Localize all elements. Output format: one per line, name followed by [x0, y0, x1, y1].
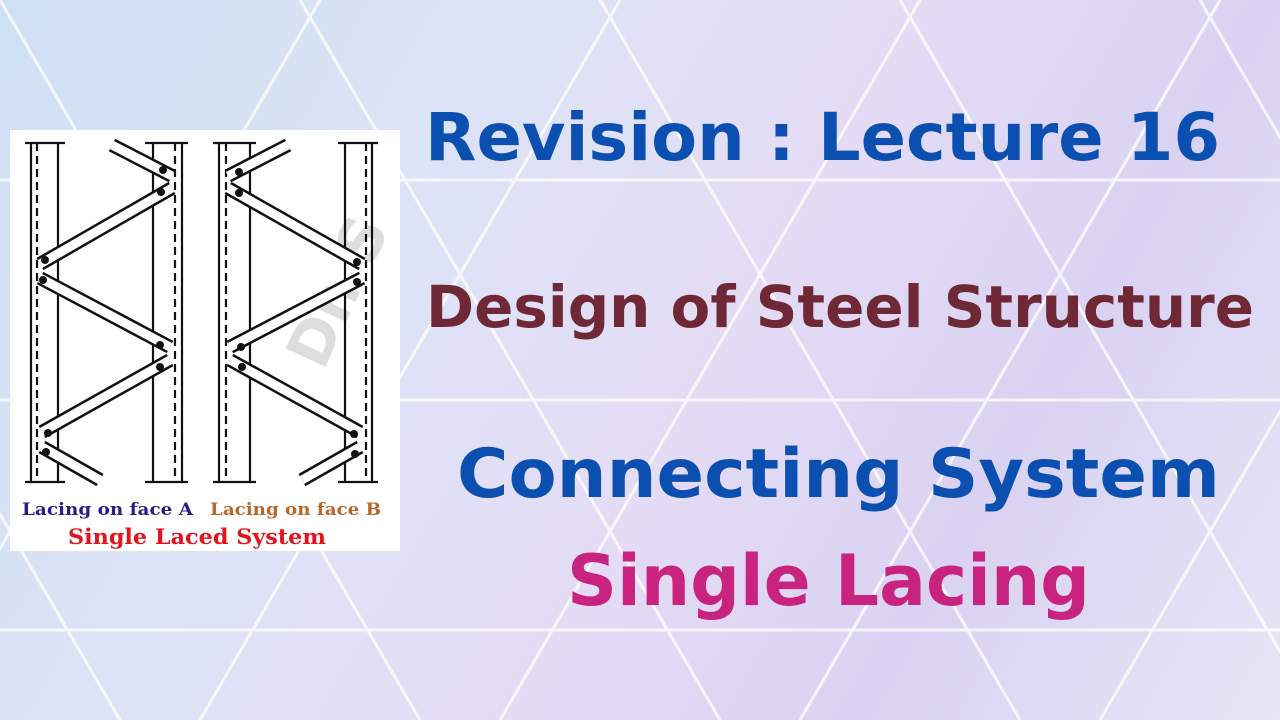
face-a-label: Lacing on face A [22, 500, 194, 520]
subtopic-title: Single Lacing [567, 540, 1090, 622]
topic-title: Connecting System [457, 435, 1220, 514]
face-a-lacing [36, 138, 176, 487]
face-b-label: Lacing on face B [210, 500, 381, 520]
face-b-lacing [224, 138, 366, 487]
lecture-title: Revision : Lecture 16 [425, 99, 1220, 176]
diagram-background [10, 130, 400, 551]
subject-title: Design of Steel Structure [426, 273, 1254, 341]
diagram-caption: Single Laced System [68, 524, 326, 549]
